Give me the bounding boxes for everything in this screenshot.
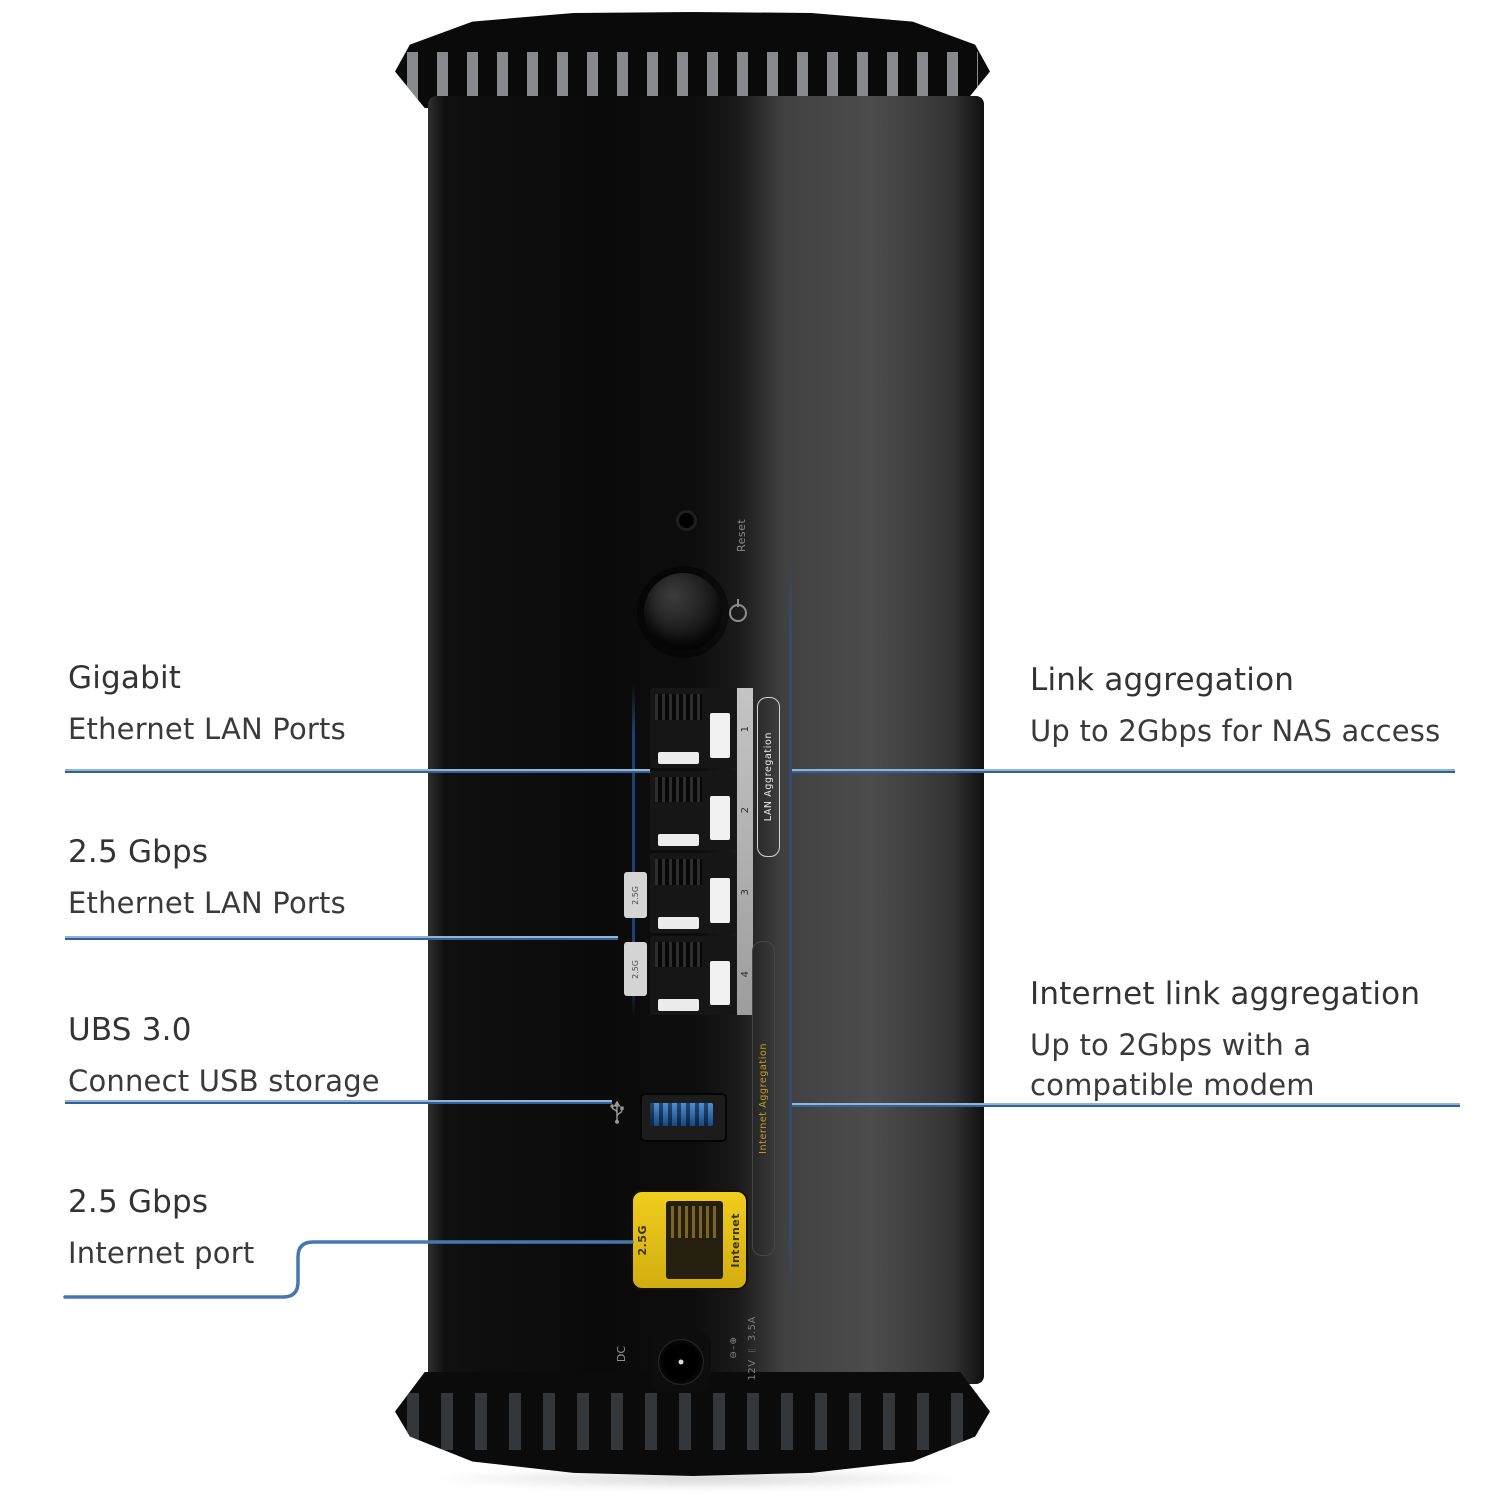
callout-line-usb (65, 1100, 612, 1104)
port-number-1: 1 (739, 725, 751, 733)
reset-pinhole[interactable] (679, 513, 694, 528)
internet-aggregation-label: Internet Aggregation (752, 941, 775, 1256)
label-2-5g-lan-line: Ethernet LAN Ports (68, 886, 346, 920)
callout-line-internet-port (63, 1240, 634, 1299)
callout-line-gigabit-lan (65, 769, 650, 773)
lan-port-1[interactable] (650, 688, 736, 768)
lan-port-3[interactable] (650, 853, 736, 933)
lan-2-5g-badge-1: 2.5G (624, 872, 647, 918)
port-number-strip: 1 2 3 4 (737, 688, 753, 1015)
bottom-vent-slots (406, 1392, 979, 1450)
internet-port-name-label: Internet (729, 1212, 742, 1268)
label-internet-port-title: 2.5 Gbps (68, 1184, 209, 1220)
dc-power-jack[interactable] (651, 1332, 711, 1392)
reset-label: Reset (735, 518, 748, 552)
usb-port-tongue (650, 1103, 713, 1126)
device-shadow (425, 1468, 970, 1490)
callout-line-2-5g-lan (65, 936, 618, 940)
power-button[interactable] (644, 573, 722, 651)
label-internet-link-aggregation-line2: compatible modem (1030, 1068, 1315, 1102)
port-number-4: 4 (739, 970, 751, 978)
internet-port-jack (666, 1201, 723, 1279)
usb3-port[interactable] (640, 1093, 727, 1142)
callout-line-link-aggregation (792, 769, 1455, 773)
label-usb-title: UBS 3.0 (68, 1012, 192, 1048)
label-internet-port-line: Internet port (68, 1236, 255, 1270)
label-link-aggregation-title: Link aggregation (1030, 662, 1295, 698)
label-internet-link-aggregation-title: Internet link aggregation (1030, 976, 1421, 1012)
lan-port-2[interactable] (650, 770, 736, 850)
port-number-2: 2 (739, 807, 751, 814)
lan-2-5g-badge-2: 2.5G (624, 942, 647, 996)
label-internet-link-aggregation-line1: Up to 2Gbps with a (1030, 1028, 1312, 1062)
lan-aggregation-label: LAN Aggregation (757, 697, 780, 857)
internet-port[interactable]: 2.5G Internet (633, 1192, 746, 1288)
lan-port-column (650, 688, 736, 1015)
lan-port-4[interactable] (650, 935, 736, 1015)
polarity-icon: ⊖–⊕ (729, 1336, 739, 1359)
label-usb-line: Connect USB storage (68, 1064, 380, 1098)
port-number-3: 3 (739, 889, 751, 896)
label-gigabit-lan-title: Gigabit (68, 660, 182, 696)
power-icon (729, 604, 747, 622)
edge-highlight-right (789, 556, 792, 1298)
callout-line-internet-link-aggregation (792, 1103, 1460, 1107)
power-spec-label: 12V ⎓ 3.5A (747, 1316, 758, 1381)
label-gigabit-lan-line: Ethernet LAN Ports (68, 712, 346, 746)
usb-icon (608, 1097, 626, 1125)
label-2-5g-lan-title: 2.5 Gbps (68, 834, 209, 870)
edge-highlight-left (632, 684, 635, 1016)
label-link-aggregation-line: Up to 2Gbps for NAS access (1030, 714, 1441, 748)
